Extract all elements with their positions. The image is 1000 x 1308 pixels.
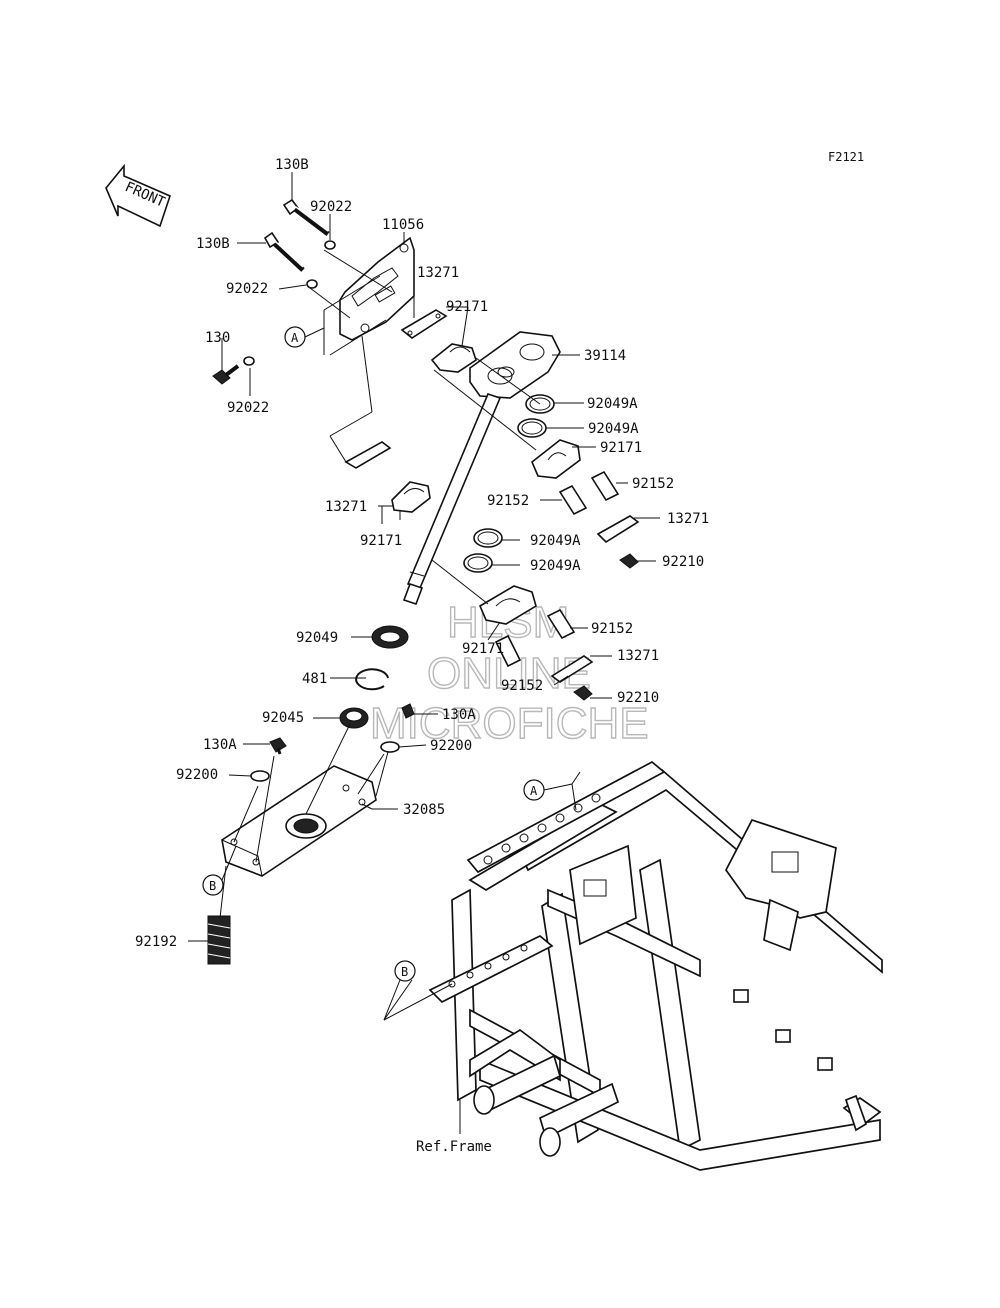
nut-92210-2 [573, 685, 593, 701]
bearing-92045 [339, 707, 369, 729]
label-92192: 92192 [135, 934, 177, 950]
clamp-plate-13271-right [596, 515, 640, 544]
bolt-130 [212, 364, 240, 385]
label-92152-c1: 92152 [591, 621, 633, 637]
label-39114: 39114 [584, 348, 626, 364]
collar-92152-center-2 [546, 608, 576, 640]
bolt-130b-left [263, 231, 305, 272]
label-130a-left: 130A [203, 737, 237, 753]
label-92049: 92049 [296, 630, 338, 646]
label-92049a-4: 92049A [530, 558, 581, 574]
callout-a-frame: A [523, 771, 581, 811]
label-92045: 92045 [262, 710, 304, 726]
reference-frame [428, 760, 883, 1171]
label-92152-r1: 92152 [632, 476, 674, 492]
label-130a-right: 130A [442, 707, 476, 723]
nut-92210-1 [619, 553, 639, 569]
plate-32085 [221, 765, 377, 877]
label-92210-2: 92210 [617, 690, 659, 706]
label-ref-frame: Ref.Frame [416, 1139, 492, 1155]
clamp-plate-13271-left [344, 441, 392, 469]
label-13271-top: 13271 [417, 265, 459, 281]
washer-92022-low [243, 356, 255, 366]
clamp-plate-13271-center [550, 655, 594, 683]
part-labels: 130B 92022 11056 130B 13271 92022 92171 … [135, 157, 709, 1155]
front-arrow-icon: FRONT [105, 163, 171, 228]
watermark: HLSM ONLINE MICROFICHE [369, 597, 649, 748]
label-130b-top: 130B [275, 157, 309, 173]
svg-text:A: A [291, 331, 299, 345]
watermark-line-3: MICROFICHE [370, 699, 649, 748]
label-13271-right: 13271 [667, 511, 709, 527]
label-92200-right: 92200 [430, 738, 472, 754]
label-92171-center: 92171 [462, 641, 504, 657]
label-11056: 11056 [382, 217, 424, 233]
bracket-11056 [339, 236, 415, 341]
holder-92171-right [531, 439, 581, 479]
collar-92152-right-1 [558, 484, 588, 516]
svg-text:A: A [530, 784, 538, 798]
callout-a-upper: A [284, 326, 325, 348]
label-92171-top: 92171 [446, 299, 488, 315]
label-92152-c2: 92152 [501, 678, 543, 694]
washer-92200-left [250, 770, 270, 782]
holder-92171-center [478, 585, 537, 625]
label-92049a-3: 92049A [530, 533, 581, 549]
washer-92022-mid [306, 279, 318, 289]
label-92049a-1: 92049A [587, 396, 638, 412]
label-92171-left: 92171 [360, 533, 402, 549]
label-130: 130 [205, 330, 230, 346]
label-92022-mid: 92022 [226, 281, 268, 297]
holder-92171-top [430, 343, 477, 373]
bolt-130b-top [282, 198, 330, 236]
leader-lines [188, 172, 660, 1134]
callout-b-frame: B [383, 960, 453, 1021]
clamp-plate-13271-top [400, 309, 448, 339]
label-92171-right: 92171 [600, 440, 642, 456]
oil-seal-92049 [371, 625, 409, 649]
holder-39114 [469, 331, 561, 399]
label-92210-1: 92210 [662, 554, 704, 570]
label-92200-left: 92200 [176, 767, 218, 783]
washer-92200-right [380, 741, 400, 753]
label-92022-low: 92022 [227, 400, 269, 416]
svg-text:B: B [401, 965, 408, 979]
figure-id: F2121 [828, 150, 864, 164]
circlip-481 [355, 668, 389, 691]
holder-92171-left [391, 481, 431, 513]
assembly-lines [219, 249, 541, 919]
callout-b-upper: B [202, 845, 237, 896]
label-13271-center: 13271 [617, 648, 659, 664]
label-481: 481 [302, 671, 327, 687]
washer-92022-top [324, 240, 336, 250]
svg-text:B: B [209, 879, 216, 893]
label-32085: 32085 [403, 802, 445, 818]
label-92022-top: 92022 [310, 199, 352, 215]
label-13271-left: 13271 [325, 499, 367, 515]
collar-92152-right-2 [590, 470, 620, 502]
label-130b-left: 130B [196, 236, 230, 252]
bolt-130a-left [269, 737, 287, 755]
stud-92192 [207, 915, 231, 965]
collar-92152-center-1 [494, 634, 522, 668]
label-92152-r2: 92152 [487, 493, 529, 509]
label-92049a-2: 92049A [588, 421, 639, 437]
steering-shaft [402, 393, 502, 606]
